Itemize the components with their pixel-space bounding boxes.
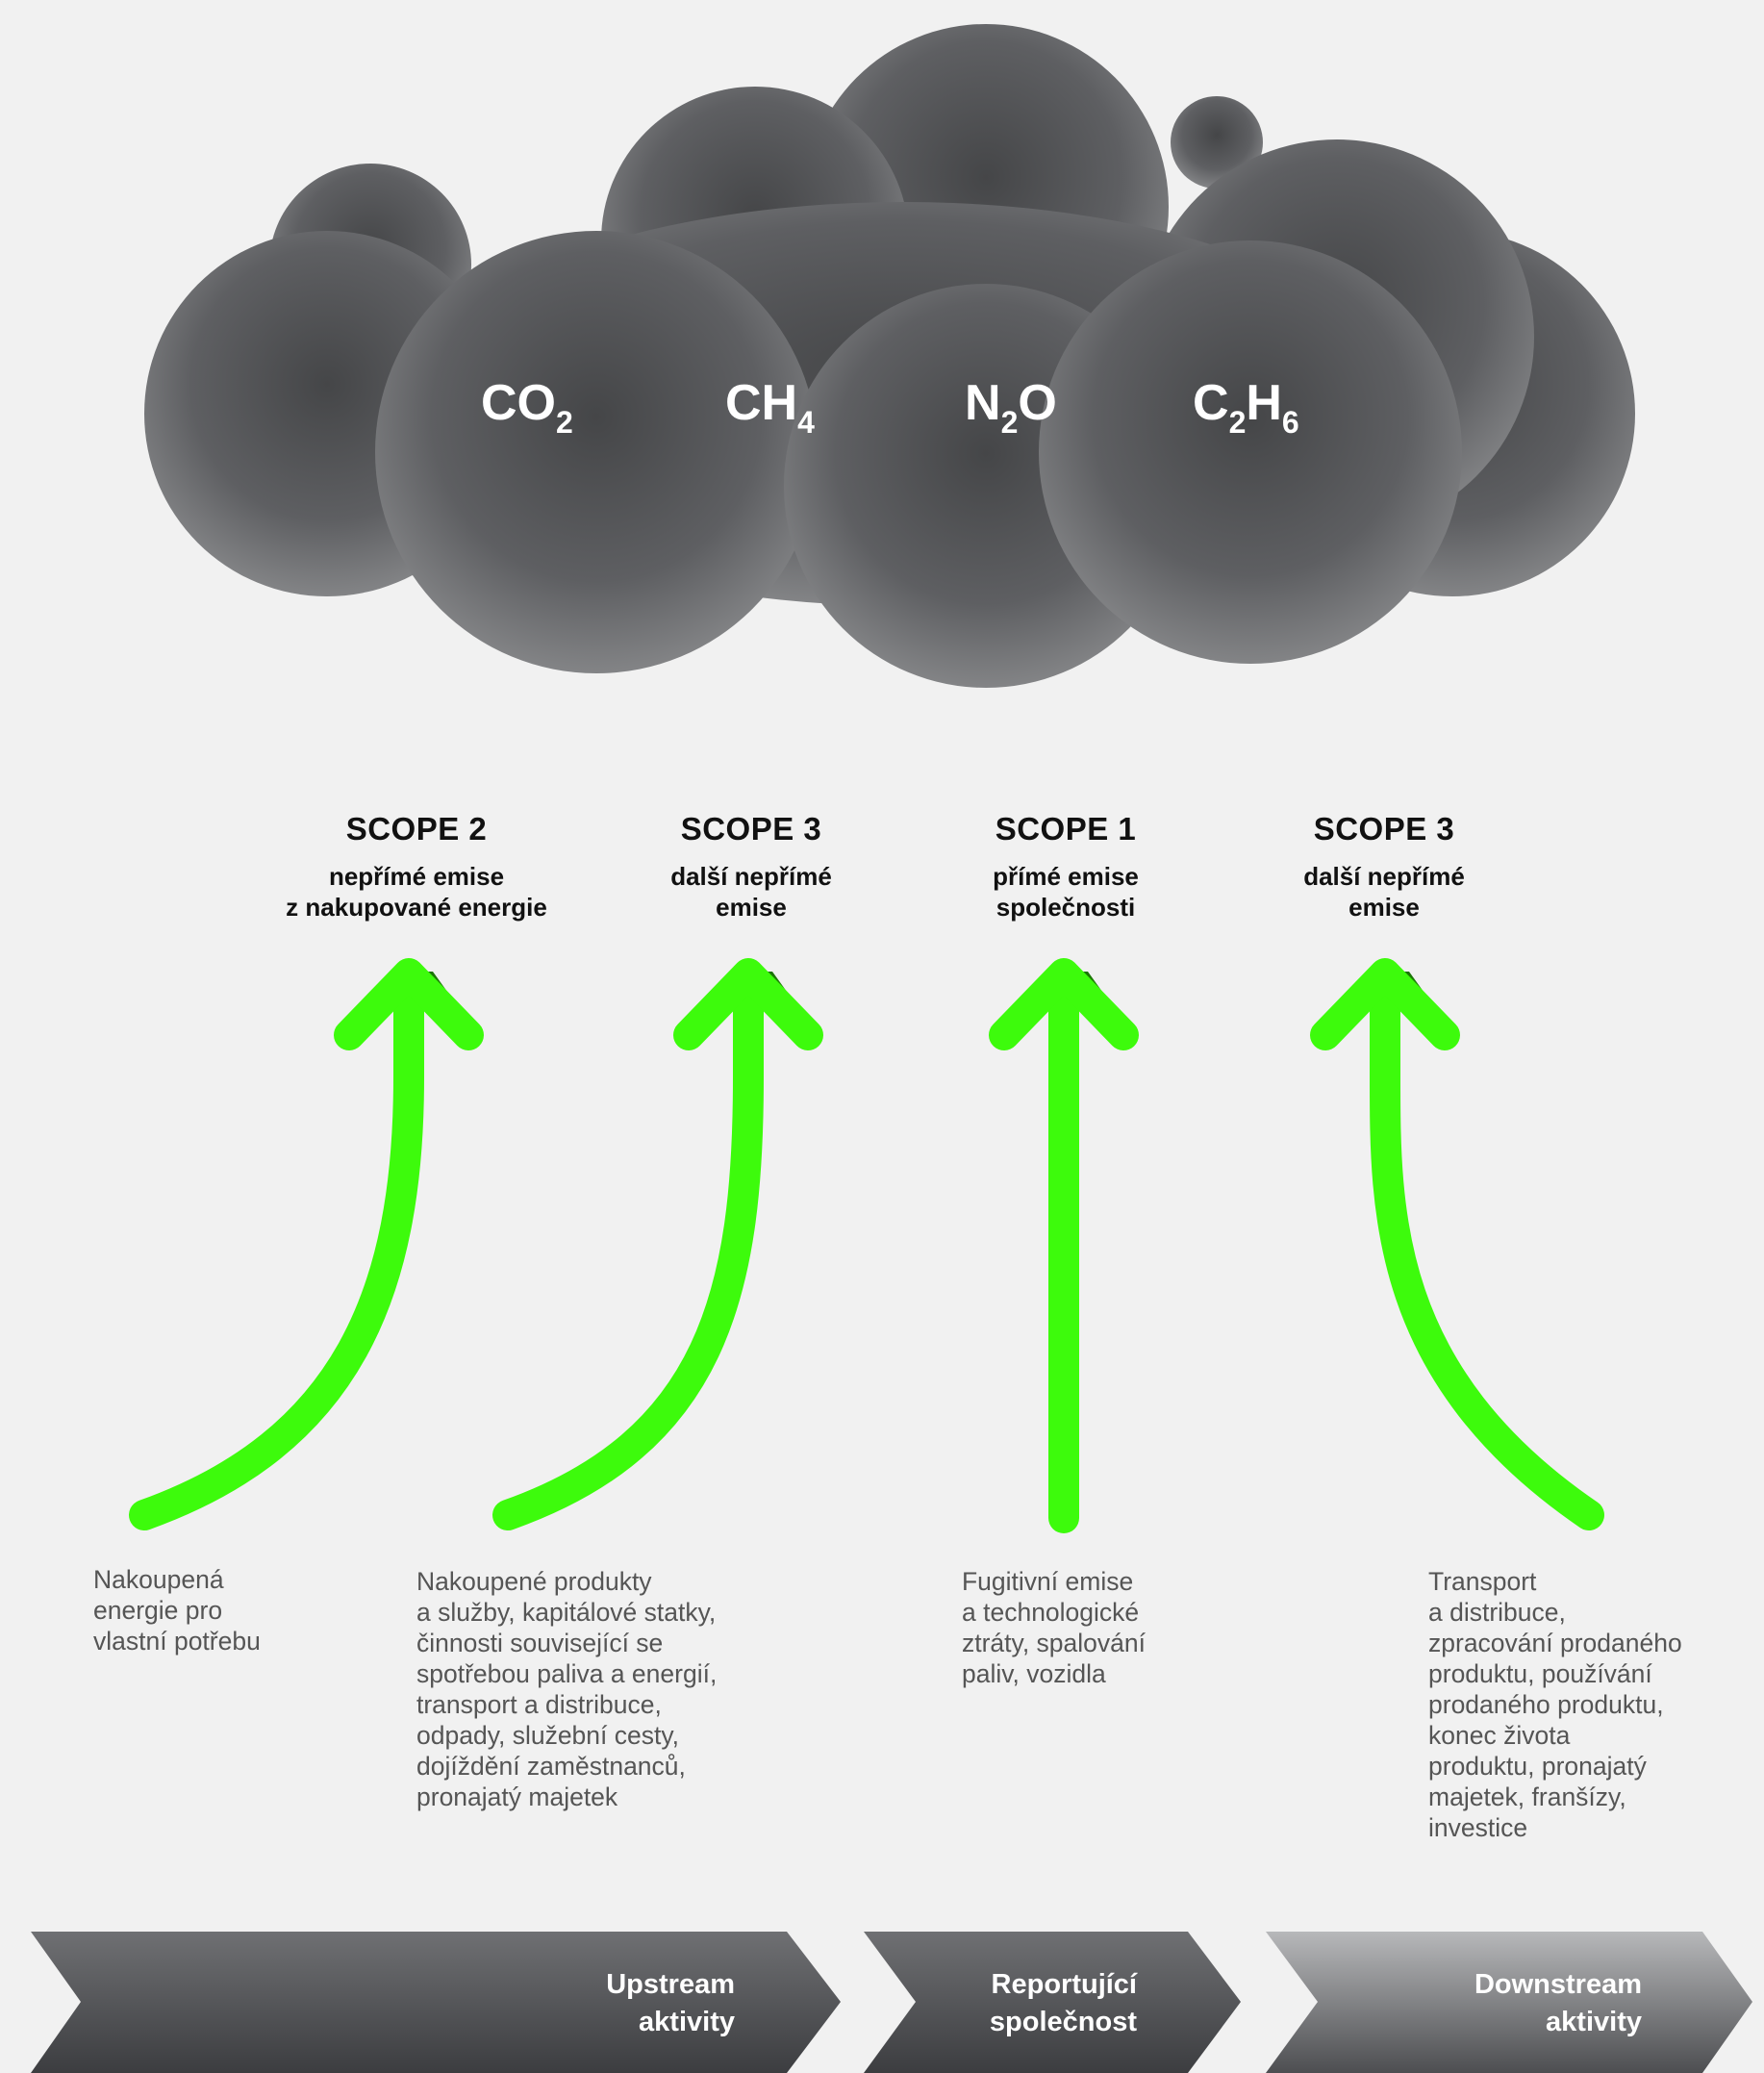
scope-description: další nepřímé emise: [670, 862, 832, 922]
description-upstream-activities: Nakoupené produkty a služby, kapitálové …: [416, 1567, 718, 1811]
gas-ch4: CH4: [725, 375, 815, 440]
description-downstream-activities: Transport a distribuce, zpracování proda…: [1428, 1567, 1682, 1842]
chevron-label-downstream: Downstream aktivity: [1474, 1969, 1642, 2037]
scope-label-scope-3-upstream: SCOPE 3 další nepřímé emise: [559, 811, 944, 923]
chevron-reporting-company: [864, 1932, 1241, 2073]
chevron-downstream: [1266, 1932, 1752, 2073]
chevron-upstream: [31, 1932, 841, 2073]
gas-n2o: N2O: [965, 375, 1057, 440]
scope-title: SCOPE 3: [1313, 811, 1455, 847]
chevron-label-reporting-company: Reportující společnost: [989, 1969, 1137, 2037]
scope-label-scope-1: SCOPE 1 přímé emise společnosti: [873, 811, 1258, 923]
chevron-label-upstream: Upstream aktivity: [606, 1969, 735, 2037]
gas-formulas: CO2 CH4 N2O C2H6: [481, 375, 1299, 440]
scope-label-scope-2: SCOPE 2 nepřímé emise z nakupované energ…: [224, 811, 609, 923]
gas-c2h6: C2H6: [1193, 375, 1299, 440]
scope-label-scope-3-downstream: SCOPE 3 další nepřímé emise: [1192, 811, 1576, 923]
arrow-scope-3-downstream: [1310, 958, 1604, 1530]
arrow-scope-3-upstream: [492, 958, 823, 1530]
description-direct-emissions: Fugitivní emise a technologické ztráty, …: [962, 1567, 1146, 1688]
scope-title: SCOPE 2: [345, 811, 488, 847]
scope-title: SCOPE 1: [995, 811, 1137, 847]
cloud: [144, 24, 1635, 688]
scope-description: přímé emise společnosti: [993, 862, 1139, 922]
scope-title: SCOPE 3: [680, 811, 822, 847]
gas-co2: CO2: [481, 375, 573, 440]
scope-description: další nepřímé emise: [1303, 862, 1465, 922]
arrow-scope-2: [129, 958, 484, 1530]
description-purchased-energy: Nakoupená energie pro vlastní potřebu: [93, 1565, 261, 1656]
scope-description: nepřímé emise z nakupované energie: [286, 862, 547, 922]
arrow-scope-1: [989, 958, 1139, 1533]
